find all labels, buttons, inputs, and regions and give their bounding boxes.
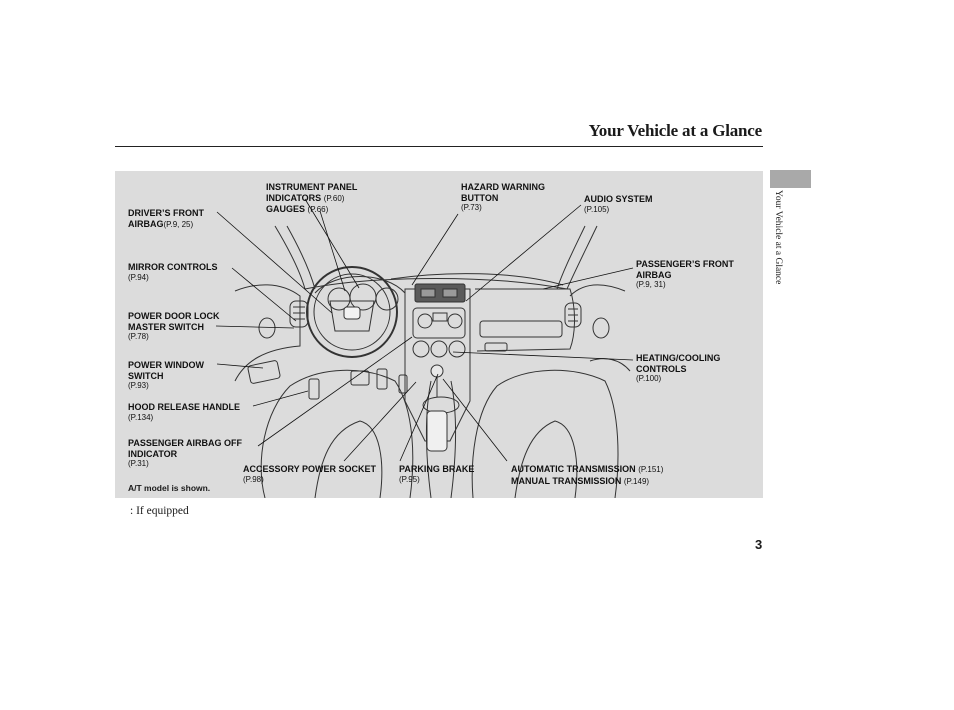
callout-drivers-airbag: DRIVER’S FRONT AIRBAG(P.9, 25) xyxy=(128,208,205,229)
dashboard-figure: INSTRUMENT PANEL INDICATORS (P.60) GAUGE… xyxy=(115,171,763,498)
section-tab-label: Your Vehicle at a Glance xyxy=(773,190,783,285)
page-title: Your Vehicle at a Glance xyxy=(588,121,763,140)
callout-airbag-off-indicator: PASSENGER AIRBAG OFF INDICATOR (P.31) xyxy=(128,438,243,468)
callout-heating-cooling: HEATING/COOLING CONTROLS (P.100) xyxy=(636,353,721,383)
title-rule xyxy=(115,146,763,147)
callout-power-window: POWER WINDOW SWITCH (P.93) xyxy=(128,360,204,390)
callout-hazard-warning: HAZARD WARNING BUTTON (P.73) xyxy=(461,182,545,212)
callout-passengers-airbag: PASSENGER’S FRONT AIRBAG (P.9, 31) xyxy=(636,259,734,289)
callout-hood-release: HOOD RELEASE HANDLE (P.134) xyxy=(128,402,241,422)
callout-parking-brake: PARKING BRAKE (P.95) xyxy=(399,464,475,484)
callout-mirror-controls: MIRROR CONTROLS (P.94) xyxy=(128,262,218,282)
callout-transmission: AUTOMATIC TRANSMISSION (P.151) MANUAL TR… xyxy=(511,464,664,486)
callout-accessory-socket: ACCESSORY POWER SOCKET (P.98) xyxy=(243,464,377,484)
figure-footnote: A/T model is shown. xyxy=(128,483,211,493)
page-number: 3 xyxy=(755,537,763,552)
callout-audio-system: AUDIO SYSTEM (P.105) xyxy=(584,194,653,214)
callout-door-lock: POWER DOOR LOCK MASTER SWITCH (P.78) xyxy=(128,311,220,341)
section-tab xyxy=(770,170,811,188)
if-equipped-note: : If equipped xyxy=(130,505,189,517)
callout-instrument-panel: INSTRUMENT PANEL INDICATORS (P.60) GAUGE… xyxy=(266,182,358,214)
dashboard-illustration xyxy=(215,198,634,498)
